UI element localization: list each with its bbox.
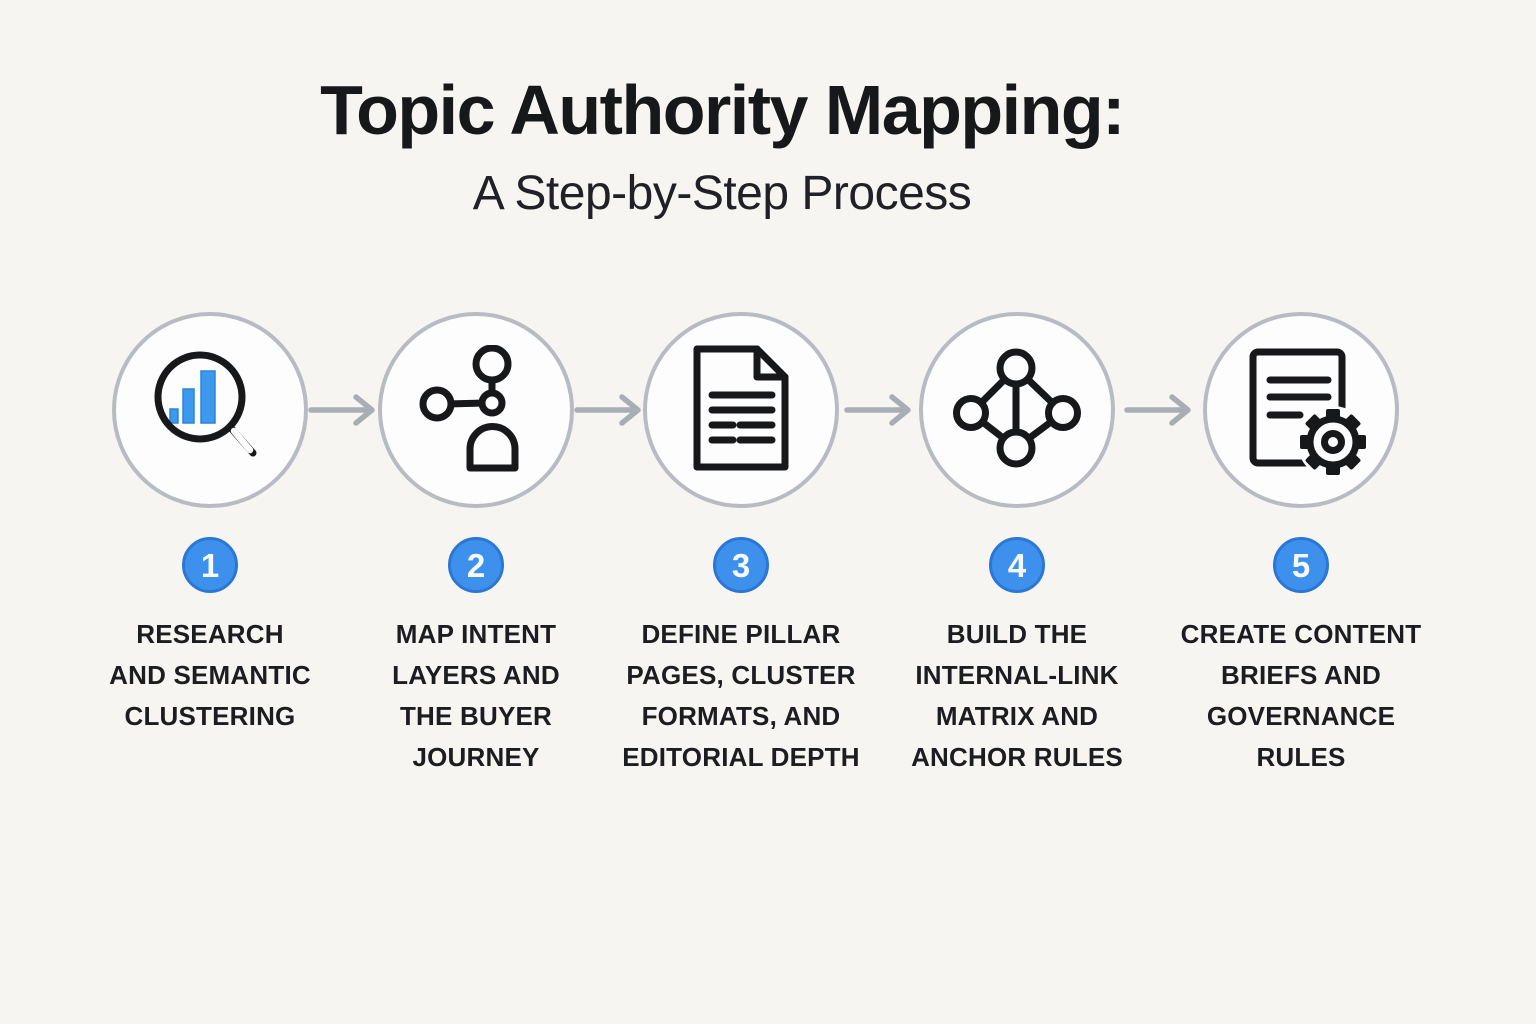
step-4: 4 BUILD THE INTERNAL-LINK MATRIX AND ANC… <box>867 312 1167 778</box>
step-3-label: DEFINE PILLAR PAGES, CLUSTER FORMATS, AN… <box>622 619 860 772</box>
step-5-number-badge: 5 <box>1273 537 1329 593</box>
step-5: 5 CREATE CONTENT BRIEFS AND GOVERNANCE R… <box>1151 312 1451 778</box>
step-4-icon-circle <box>919 312 1115 508</box>
gear-icon <box>1300 409 1366 475</box>
search-bar-chart-icon <box>154 351 257 457</box>
step-number: 4 <box>1007 546 1027 584</box>
step-4-label: BUILD THE INTERNAL-LINK MATRIX AND ANCHO… <box>911 619 1123 772</box>
step-1-number-badge: 1 <box>182 537 238 593</box>
page-title: Topic Authority Mapping: <box>320 71 1125 149</box>
step-number: 2 <box>466 546 486 584</box>
step-2: 2 MAP INTENT LAYERS AND THE BUYER JOURNE… <box>326 312 626 778</box>
content-brief-gear-icon <box>1249 348 1366 475</box>
pillar-page-document-icon <box>693 345 789 471</box>
step-2-label: MAP INTENT LAYERS AND THE BUYER JOURNEY <box>392 619 560 772</box>
arrow-right-icon <box>574 394 641 426</box>
arrow-right-icon <box>844 394 911 426</box>
step-number: 5 <box>1291 546 1311 584</box>
step-number: 3 <box>731 546 751 584</box>
link-matrix-network-icon <box>953 348 1081 468</box>
arrow-right-icon <box>308 394 375 426</box>
page-subtitle: A Step-by-Step Process <box>472 166 972 220</box>
step-number: 1 <box>200 546 220 584</box>
step-3-number-badge: 3 <box>713 537 769 593</box>
step-2-icon-circle <box>378 312 574 508</box>
intent-nodes-buyer-icon <box>419 345 519 472</box>
step-5-label: CREATE CONTENT BRIEFS AND GOVERNANCE RUL… <box>1180 619 1422 772</box>
step-5-icon-circle <box>1203 312 1399 508</box>
step-2-number-badge: 2 <box>448 537 504 593</box>
header: Topic Authority Mapping: A Step-by-Step … <box>0 71 1490 220</box>
step-4-number-badge: 4 <box>989 537 1045 593</box>
step-1-icon-circle <box>112 312 308 508</box>
step-3-icon-circle <box>643 312 839 508</box>
arrow-right-icon <box>1124 394 1191 426</box>
step-3: 3 DEFINE PILLAR PAGES, CLUSTER FORMATS, … <box>591 312 891 778</box>
step-1-label: RESEARCH AND SEMANTIC CLUSTERING <box>109 619 311 731</box>
step-1: 1 RESEARCH AND SEMANTIC CLUSTERING <box>60 312 360 737</box>
